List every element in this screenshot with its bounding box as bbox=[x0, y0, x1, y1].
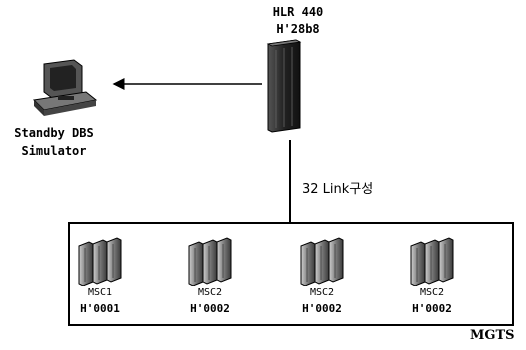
msc-code: H'0002 bbox=[412, 302, 452, 315]
msc-server-icon bbox=[410, 237, 454, 286]
hlr-title: HLR 440 bbox=[272, 5, 324, 19]
simulator-label-line2: Simulator bbox=[21, 144, 87, 158]
simulator-label-line1: Standby DBS bbox=[14, 126, 94, 140]
msc-name: MSC1 bbox=[87, 287, 113, 298]
msc-code: H'0002 bbox=[190, 302, 230, 315]
msc-server-icon bbox=[188, 237, 232, 286]
msc-server-icon bbox=[78, 237, 122, 286]
hlr-code: H'28b8 bbox=[276, 22, 320, 36]
hlr-server-icon bbox=[266, 39, 302, 133]
link-label: 32 Link구성 bbox=[302, 182, 374, 197]
msc-name: MSC2 bbox=[197, 287, 223, 298]
msc-code: H'0002 bbox=[302, 302, 342, 315]
msc-code: H'0001 bbox=[80, 302, 120, 315]
msc-server-icon bbox=[300, 237, 344, 286]
msc-name: MSC2 bbox=[309, 287, 335, 298]
computer-icon bbox=[32, 59, 98, 116]
msc-name: MSC2 bbox=[419, 287, 445, 298]
mgts-box bbox=[68, 222, 514, 326]
mgts-label: MGTS bbox=[470, 328, 515, 343]
